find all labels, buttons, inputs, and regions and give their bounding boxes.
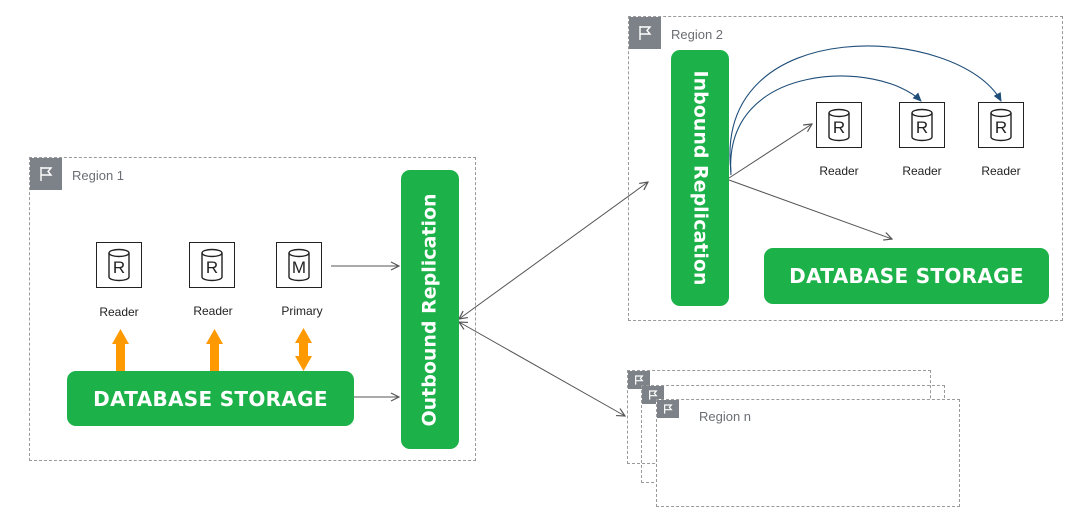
primary-instance: M	[276, 242, 322, 288]
database-icon: R	[828, 108, 850, 142]
inbound-replication-label: Inbound Replication	[689, 70, 712, 286]
outbound-to-regionn-arrow	[459, 322, 625, 416]
region-2-container: Region 2	[628, 16, 1063, 321]
svg-text:R: R	[916, 118, 928, 137]
region-2-label: Region 2	[671, 27, 724, 42]
svg-text:R: R	[113, 258, 125, 277]
region-2-database-storage: DATABASE STORAGE	[764, 248, 1049, 304]
flag-icon	[657, 400, 679, 418]
region-1-database-storage: DATABASE STORAGE	[67, 371, 354, 426]
svg-text:R: R	[206, 258, 218, 277]
region-2-reader-label-3: Reader	[981, 164, 1021, 178]
inbound-to-storage-arrow	[728, 179, 892, 239]
orange-up-arrow-2	[206, 329, 223, 372]
flag-icon	[629, 17, 661, 49]
outbound-replication-label: Outbound Replication	[419, 192, 441, 427]
reader-instance-2: R	[189, 242, 235, 288]
outbound-to-region2-arrow	[459, 182, 648, 319]
inbound-to-reader3-arrow	[729, 45, 1002, 173]
region-n-label: Region n	[699, 409, 752, 424]
inbound-to-reader2-arrow	[730, 75, 922, 176]
primary-label: Primary	[281, 304, 323, 318]
region-2-reader-instance-3: R	[978, 102, 1024, 148]
orange-double-arrow	[295, 328, 312, 371]
svg-text:R: R	[833, 118, 845, 137]
reader-label-2: Reader	[193, 304, 233, 318]
reader-label-1: Reader	[99, 305, 139, 319]
inbound-to-reader1-arrow	[728, 124, 812, 179]
region-2-reader-instance-1: R	[816, 102, 862, 148]
flag-icon	[628, 371, 650, 389]
region-2-storage-label: DATABASE STORAGE	[789, 264, 1024, 288]
database-icon: M	[288, 248, 310, 282]
orange-up-arrow-1	[112, 329, 129, 372]
svg-text:M: M	[292, 258, 306, 277]
database-icon: R	[990, 108, 1012, 142]
region-1-storage-label: DATABASE STORAGE	[93, 386, 328, 411]
region-2-reader-label-1: Reader	[819, 164, 859, 178]
flag-icon	[30, 158, 62, 190]
region-2-reader-label-2: Reader	[902, 164, 942, 178]
outbound-replication: Outbound Replication	[401, 170, 459, 449]
region-n-front-container: Region n	[656, 399, 960, 507]
database-icon: R	[911, 108, 933, 142]
reader-instance-1: R	[96, 242, 142, 288]
region-1-container: Region 1	[29, 157, 476, 461]
region-1-label: Region 1	[72, 168, 125, 183]
database-icon: R	[201, 248, 223, 282]
inbound-replication: Inbound Replication	[671, 50, 729, 306]
svg-text:R: R	[995, 118, 1007, 137]
database-icon: R	[108, 248, 130, 282]
region-2-reader-instance-2: R	[899, 102, 945, 148]
